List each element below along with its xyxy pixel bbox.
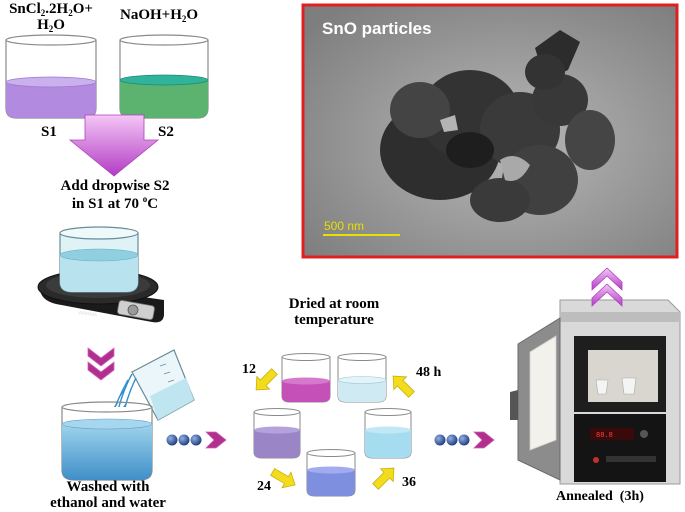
drying-beaker-12h <box>281 353 331 403</box>
drying-beaker-24h <box>306 449 356 497</box>
drying-beaker-right <box>364 408 412 459</box>
annealed-label: Annealed (3h) <box>556 489 644 504</box>
add-dropwise-label: Add dropwise S2 in S1 at 70 oC <box>60 178 170 212</box>
time-arrow-36 <box>372 467 395 490</box>
time-label-24: 24 <box>257 479 271 494</box>
s1-liquid <box>6 82 96 118</box>
s2-formula-label: NaOH+H2O <box>120 7 199 24</box>
mixing-arrow <box>68 114 160 177</box>
crucible-left <box>595 379 609 395</box>
s1-label: S1 <box>41 124 57 140</box>
time-label-48: 48 h <box>416 365 442 380</box>
tem-title: SnO particles <box>322 19 432 38</box>
sno-particle-cluster <box>380 30 615 222</box>
s1-formula-label: SnCl2.2H2O+ H2O <box>9 1 93 35</box>
muffle-furnace: 88.8 <box>510 299 681 485</box>
wash-beaker <box>61 401 153 481</box>
beaker-s2 <box>119 34 209 119</box>
time-arrow-12 <box>255 368 278 391</box>
drying-beaker-left <box>253 408 301 459</box>
scale-bar-label: 500 nm <box>324 219 365 233</box>
s2-liquid <box>120 80 208 118</box>
hotplate-brand: WARMA <box>78 310 98 319</box>
dried-label: Dried at room temperature <box>288 296 380 328</box>
crucible-right <box>621 377 637 395</box>
time-label-36: 36 <box>402 475 416 490</box>
washed-label: Washed with ethanol and water <box>50 479 166 511</box>
chevron-down-icon <box>87 347 115 381</box>
chevron-up-icon <box>591 267 623 307</box>
flow-arrow-to-furnace <box>434 431 495 449</box>
s2-label: S2 <box>158 124 174 140</box>
beaker-s1 <box>5 34 97 119</box>
drying-beaker-48h <box>337 353 387 403</box>
time-arrow-48 <box>392 375 415 398</box>
time-arrow-24 <box>270 467 296 489</box>
reaction-beaker <box>59 226 139 293</box>
svg-text:88.8: 88.8 <box>596 432 613 440</box>
flow-arrow-to-drying <box>166 431 227 449</box>
knob-icon <box>127 304 139 316</box>
pouring-beaker <box>131 349 195 421</box>
tem-micrograph <box>301 3 679 259</box>
time-label-12: 12 <box>242 362 256 377</box>
